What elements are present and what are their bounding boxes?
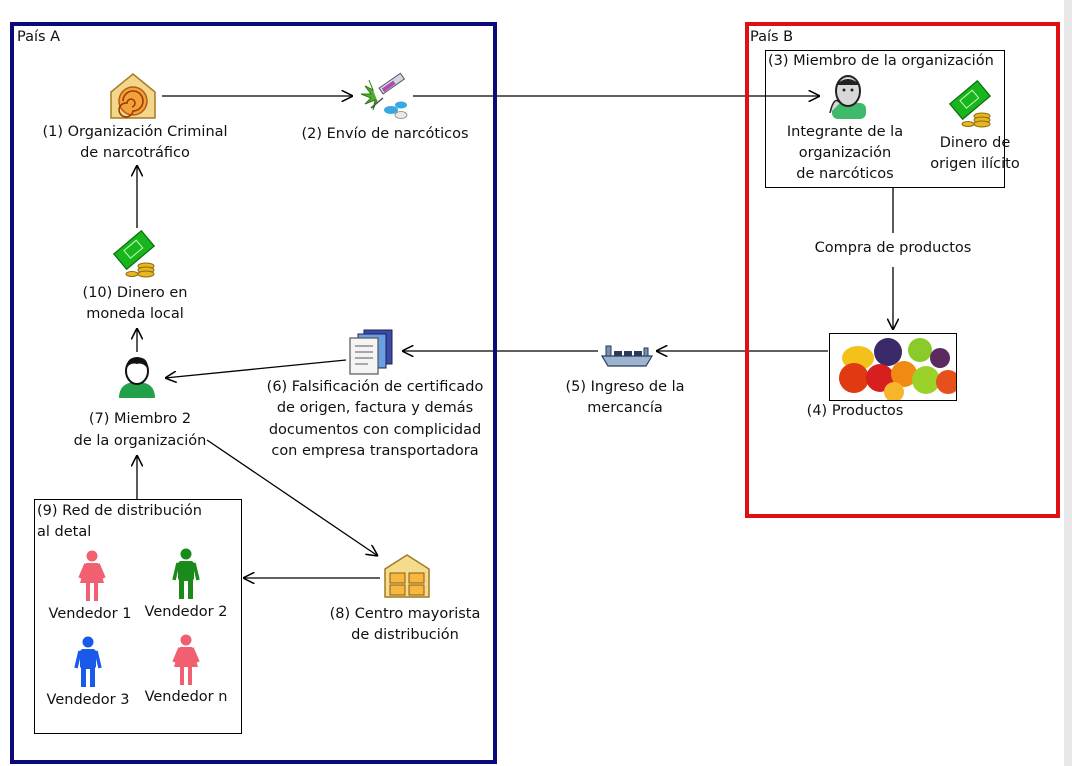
member-box-title: (3) Miembro de la organización bbox=[768, 53, 994, 69]
country-b-label: País B bbox=[750, 29, 794, 45]
country-a-frame bbox=[10, 22, 497, 764]
network-title-2: al detal bbox=[37, 524, 92, 540]
local-money-label-2: moneda local bbox=[86, 306, 184, 322]
illicit-money-label-1: Dinero de bbox=[939, 135, 1011, 151]
documents-label-3: documentos con complicidad bbox=[268, 422, 482, 438]
org-label-1: (1) Organización Criminal bbox=[42, 124, 228, 140]
vendor-1-label: Vendedor 1 bbox=[48, 606, 132, 622]
documents-label-1: (6) Falsificación de certificado bbox=[266, 379, 484, 395]
ship-label-1: (5) Ingreso de la bbox=[565, 379, 685, 395]
window-edge bbox=[1064, 0, 1072, 766]
edge-documents-to-member2 bbox=[165, 359, 347, 378]
documents-label-4: con empresa transportadora bbox=[271, 443, 479, 459]
person-icon bbox=[115, 356, 159, 402]
ship-icon bbox=[600, 342, 654, 372]
vendor-icon bbox=[78, 550, 106, 606]
vendor-n-label: Vendedor n bbox=[144, 689, 228, 705]
country-b-frame bbox=[745, 22, 1060, 518]
illicit-money-label-2: origen ilícito bbox=[930, 156, 1020, 172]
organization-icon bbox=[107, 70, 159, 126]
products-image bbox=[829, 333, 957, 401]
ship-label-2: mercancía bbox=[587, 400, 663, 416]
vendor-icon bbox=[172, 548, 200, 604]
distribution-network-box bbox=[34, 499, 242, 734]
wholesale-label-1: (8) Centro mayorista bbox=[329, 606, 481, 622]
network-title-1: (9) Red de distribución bbox=[37, 503, 202, 519]
vendor-3-label: Vendedor 3 bbox=[46, 692, 130, 708]
vendor-2-label: Vendedor 2 bbox=[144, 604, 228, 620]
member-label-1: Integrante de la bbox=[786, 124, 904, 140]
member-box bbox=[765, 50, 1005, 188]
wholesale-label-2: de distribución bbox=[351, 627, 459, 643]
edge-member2-to-wholesale bbox=[206, 439, 378, 556]
buy-products-label: Compra de productos bbox=[814, 240, 972, 256]
local-money-label-1: (10) Dinero en bbox=[82, 285, 188, 301]
money-icon bbox=[946, 79, 996, 132]
country-a-label: País A bbox=[17, 29, 61, 45]
member-label-3: de narcóticos bbox=[796, 166, 894, 182]
narcotics-label: (2) Envío de narcóticos bbox=[301, 126, 469, 142]
money-icon bbox=[110, 229, 160, 282]
member-label-2: organización bbox=[798, 145, 892, 161]
member2-label-2: de la organización bbox=[73, 433, 207, 449]
products-label: (4) Productos bbox=[806, 403, 904, 419]
warehouse-icon bbox=[383, 553, 431, 603]
member2-label-1: (7) Miembro 2 bbox=[88, 411, 192, 427]
narcotics-icon bbox=[357, 72, 411, 126]
org-label-2: de narcotráfico bbox=[80, 145, 190, 161]
member-icon bbox=[824, 73, 870, 123]
products-icon bbox=[839, 338, 956, 400]
documents-icon bbox=[346, 328, 400, 380]
documents-label-2: de origen, factura y demás bbox=[276, 400, 474, 416]
vendor-icon bbox=[172, 634, 200, 690]
vendor-icon bbox=[74, 636, 102, 692]
